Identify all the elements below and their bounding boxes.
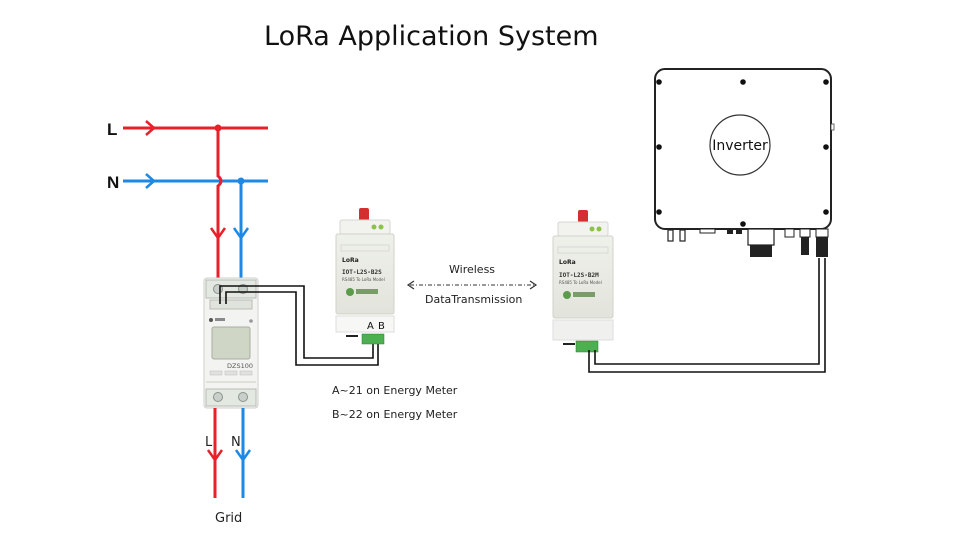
neutral-input-label: N — [107, 173, 119, 192]
module-indicator-row — [557, 246, 609, 254]
mounting-screw-icon — [656, 209, 662, 215]
module-rail-clip — [563, 343, 575, 345]
module-bottom-rail — [552, 319, 614, 341]
energy-meter: DZS100 — [203, 277, 259, 409]
dc-connector-icon — [679, 229, 686, 242]
port-icon — [699, 228, 716, 234]
meter-button — [239, 370, 253, 376]
neutral-arrow-icon — [145, 173, 156, 189]
comm-connector-icon — [799, 228, 811, 238]
line-input-label: L — [107, 120, 117, 139]
inverter-side-port — [830, 123, 835, 131]
rs485-wire-b — [225, 291, 379, 366]
mounting-screw-icon — [823, 144, 829, 150]
module-brand: LoRa — [559, 259, 576, 266]
meter-logo-icon — [209, 318, 213, 322]
inverter-label: Inverter — [712, 138, 768, 154]
lora-module-left: LoRa IOT-L2S-B2S RS485 To LoRa Model A B — [335, 208, 395, 345]
status-led-icon — [371, 224, 377, 230]
line-arrow-icon — [145, 120, 156, 136]
module-subtitle: RS485 To LoRa Model — [559, 280, 602, 285]
neutral-down-arrow-icon — [232, 227, 250, 241]
meter-terminal-screw — [213, 392, 223, 402]
neutral-output-arrow-icon — [234, 449, 252, 463]
rs485-connector-icon — [816, 237, 828, 257]
mounting-screw-icon — [740, 221, 746, 227]
wiring-note-b: B~22 on Energy Meter — [332, 408, 458, 421]
module-bottom-rail — [335, 315, 395, 333]
module-indicator-row — [340, 244, 390, 252]
module-logo-text — [573, 292, 595, 297]
data-transmission-label: DataTransmission — [425, 293, 522, 306]
meter-logo-text — [215, 318, 225, 321]
grid-caption: Grid — [215, 511, 242, 526]
rs485-connector-icon — [815, 228, 829, 238]
meter-lcd-screen — [211, 326, 251, 360]
diagram-title: LoRa Application System — [264, 21, 599, 52]
module-logo-icon — [563, 291, 571, 299]
module-subtitle: RS485 To LoRa Model — [342, 277, 385, 282]
meter-button — [209, 370, 223, 376]
module-model: IOT-L2S-B2S — [342, 269, 382, 276]
mounting-screw-icon — [740, 79, 746, 85]
rs485-wire-meter-to-module — [219, 285, 379, 366]
terminal-label-a: A — [367, 321, 374, 332]
antenna-icon — [578, 210, 588, 224]
port-icon — [784, 228, 795, 238]
mounting-screw-icon — [656, 144, 662, 150]
ac-output-port — [747, 228, 775, 246]
line-output-arrow-icon — [206, 449, 224, 463]
neutral-output-label: N — [231, 435, 241, 450]
antenna-icon — [359, 208, 369, 222]
comm-connector-icon — [801, 237, 809, 255]
meter-model-label: DZS100 — [227, 362, 253, 370]
meter-button — [224, 370, 238, 376]
module-brand: LoRa — [342, 257, 359, 264]
port-icon — [736, 229, 742, 234]
wireless-link: Wireless DataTransmission — [406, 263, 538, 306]
wireless-label: Wireless — [449, 263, 495, 276]
port-icon — [727, 229, 733, 234]
meter-led-icon — [249, 319, 253, 323]
rs485-wire-a — [219, 285, 374, 359]
line-down-arrow-icon — [209, 227, 227, 241]
inverter-wire-b — [588, 258, 826, 373]
line-output-label: L — [205, 435, 213, 450]
inverter-label-circle — [709, 114, 771, 176]
arrow-right-icon — [529, 280, 538, 290]
dc-connector-icon — [667, 229, 674, 242]
mounting-screw-icon — [823, 79, 829, 85]
rs485-terminal-block — [361, 333, 385, 345]
arrow-left-icon — [406, 280, 415, 290]
meter-terminal-screw — [238, 392, 248, 402]
wiring-notes: A~21 on Energy Meter B~22 on Energy Mete… — [332, 384, 458, 421]
lora-module-right: LoRa IOT-L2S-B2M RS485 To LoRa Model — [552, 210, 614, 353]
meter-rs485-terminals — [209, 299, 253, 310]
module-logo-icon — [346, 288, 354, 296]
rs485-wire-module-to-inverter — [588, 258, 826, 373]
grid-output-lines: L N Grid — [205, 408, 252, 526]
wiring-note-a: A~21 on Energy Meter — [332, 384, 458, 397]
terminal-label-b: B — [378, 321, 385, 332]
line-wire-down — [216, 128, 223, 280]
status-led-icon — [589, 226, 595, 232]
mounting-screw-icon — [656, 79, 662, 85]
mounting-screw-icon — [823, 209, 829, 215]
module-rail-clip — [346, 335, 358, 337]
inverter: Inverter — [654, 68, 835, 257]
status-led-icon — [596, 226, 602, 232]
module-logo-text — [356, 289, 378, 294]
inverter-wire-a — [594, 258, 820, 365]
ac-plug-icon — [750, 245, 772, 257]
grid-input-lines: L N — [107, 120, 268, 280]
status-led-icon — [378, 224, 384, 230]
rs485-terminal-block — [575, 340, 599, 353]
module-model: IOT-L2S-B2M — [559, 272, 599, 279]
